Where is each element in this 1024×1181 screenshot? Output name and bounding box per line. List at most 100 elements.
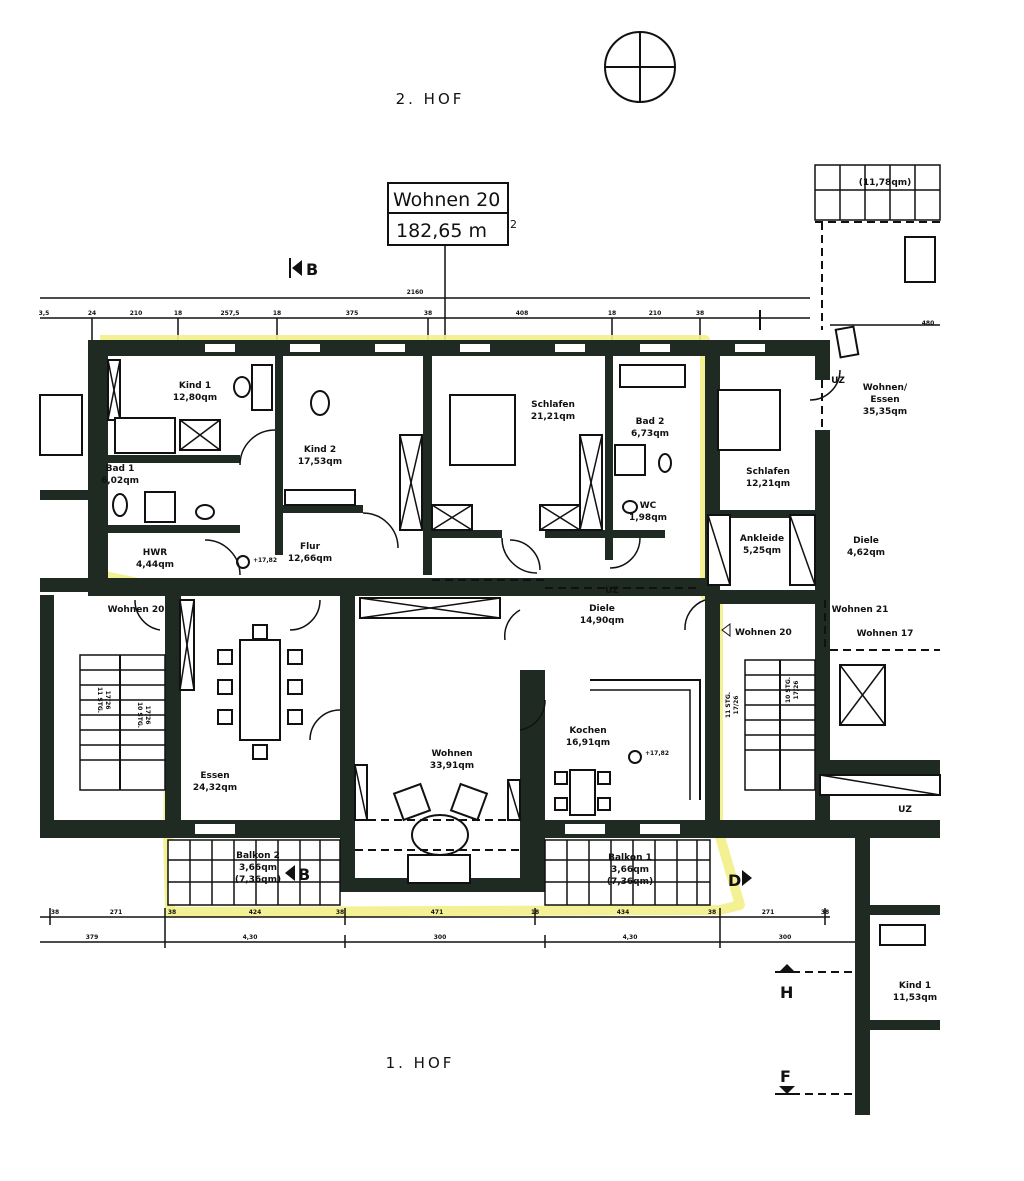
svg-text:408: 408 xyxy=(516,310,529,317)
svg-text:24,32qm: 24,32qm xyxy=(193,783,237,793)
svg-text:375: 375 xyxy=(346,310,359,317)
svg-text:38: 38 xyxy=(51,909,59,916)
svg-text:Diele: Diele xyxy=(853,536,879,546)
svg-text:33,91qm: 33,91qm xyxy=(430,761,474,771)
shower-bad1 xyxy=(144,491,176,523)
section-mark-b-top: B xyxy=(289,258,318,279)
svg-text:12,66qm: 12,66qm xyxy=(288,554,332,564)
svg-text:Wohnen 20: Wohnen 20 xyxy=(735,628,792,638)
section-mark-h: H xyxy=(775,964,855,1002)
bed-neighbor xyxy=(717,389,781,451)
svg-text:17/26: 17/26 xyxy=(104,691,111,710)
svg-text:UZ: UZ xyxy=(605,586,619,596)
svg-text:14,90qm: 14,90qm xyxy=(580,616,624,626)
svg-text:18: 18 xyxy=(608,310,616,317)
svg-text:Diele: Diele xyxy=(589,604,615,614)
svg-text:300: 300 xyxy=(434,934,447,941)
svg-text:18: 18 xyxy=(273,310,281,317)
svg-text:18: 18 xyxy=(174,310,182,317)
staircase-left: 11 STG. 17/26 10 STG. 17/26 xyxy=(79,654,166,791)
room-kind-1: Kind 112,80qm xyxy=(173,381,217,403)
svg-text:Essen: Essen xyxy=(200,771,229,781)
svg-text:UZ: UZ xyxy=(898,805,912,815)
bed-kind2 xyxy=(284,489,356,506)
svg-text:Wohnen/: Wohnen/ xyxy=(863,383,908,393)
svg-text:Schlafen: Schlafen xyxy=(531,400,575,410)
svg-text:271: 271 xyxy=(762,909,775,916)
bed-schlafen xyxy=(449,394,516,466)
room-essen: Essen 24,32qm xyxy=(193,771,237,793)
neighbor-schlafen: Schlafen 12,21qm xyxy=(746,467,790,489)
svg-text:Schlafen: Schlafen xyxy=(746,467,790,477)
svg-text:17/26: 17/26 xyxy=(793,681,800,700)
svg-text:(7,36qm): (7,36qm) xyxy=(607,877,653,887)
svg-text:Bad 2: Bad 2 xyxy=(636,417,665,427)
svg-text:Balkon 1: Balkon 1 xyxy=(608,853,652,863)
entrance-arrow-icon xyxy=(721,623,731,637)
svg-text:10 STG.: 10 STG. xyxy=(785,677,792,703)
svg-text:38: 38 xyxy=(168,909,176,916)
svg-text:434: 434 xyxy=(617,909,630,916)
svg-text:38: 38 xyxy=(336,909,344,916)
svg-text:B: B xyxy=(298,865,310,884)
dining-table xyxy=(239,639,281,741)
svg-text:38: 38 xyxy=(821,909,829,916)
svg-text:3,66qm: 3,66qm xyxy=(239,863,277,873)
svg-text:4,30: 4,30 xyxy=(243,934,258,941)
svg-text:11,53qm: 11,53qm xyxy=(893,993,937,1003)
room-diele: Diele 14,90qm xyxy=(580,604,624,626)
courtyard-bottom-label: 1. HOF xyxy=(386,1054,455,1072)
kitchen-table xyxy=(569,769,596,816)
svg-text:Kind 2: Kind 2 xyxy=(304,445,336,455)
neighbor-diele: Diele 4,62qm xyxy=(847,536,885,558)
unit-name: Wohnen 20 xyxy=(393,189,500,211)
svg-text:16,91qm: 16,91qm xyxy=(566,738,610,748)
svg-text:379: 379 xyxy=(86,934,99,941)
svg-text:210: 210 xyxy=(130,310,143,317)
svg-text:4,62qm: 4,62qm xyxy=(847,548,885,558)
svg-text:210: 210 xyxy=(649,310,662,317)
svg-text:Wohnen 20: Wohnen 20 xyxy=(108,605,165,615)
svg-text:12,21qm: 12,21qm xyxy=(746,479,790,489)
unit-area: 182,65 m xyxy=(396,220,487,242)
courtyard-top-label: 2. HOF xyxy=(396,90,465,108)
room-wc: WC1,98qm xyxy=(629,501,667,523)
svg-text:(11,78qm): (11,78qm) xyxy=(859,178,912,188)
room-labels: Kind 112,80qm Kind 217,53qm Schlafen21,2… xyxy=(101,178,937,1003)
svg-text:2160: 2160 xyxy=(407,289,424,296)
room-kind-2: Kind 217,53qm xyxy=(298,445,342,467)
unit-title-box: Wohnen 20 182,65 m 2 xyxy=(387,182,517,340)
svg-text:(7,36qm): (7,36qm) xyxy=(235,875,281,885)
furniture xyxy=(39,236,936,946)
svg-text:35,35qm: 35,35qm xyxy=(863,407,907,417)
svg-text:271: 271 xyxy=(110,909,123,916)
svg-text:11 STG.: 11 STG. xyxy=(96,687,103,713)
room-wohnen: Wohnen 33,91qm xyxy=(430,749,474,771)
level-marks: +17,82 +17,82 UZ UZ UZ xyxy=(236,376,912,815)
svg-text:18: 18 xyxy=(531,909,539,916)
svg-text:UZ: UZ xyxy=(831,376,845,386)
svg-text:Ankleide: Ankleide xyxy=(740,534,784,544)
neighbor-balcony: (11,78qm) xyxy=(859,178,912,188)
svg-text:Wohnen: Wohnen xyxy=(431,749,472,759)
svg-text:480: 480 xyxy=(922,320,935,327)
svg-text:WC: WC xyxy=(640,501,657,511)
doors xyxy=(134,369,841,741)
svg-text:6,02qm: 6,02qm xyxy=(101,476,139,486)
svg-text:4,30: 4,30 xyxy=(623,934,638,941)
svg-text:257,5: 257,5 xyxy=(221,310,240,317)
svg-text:17/26: 17/26 xyxy=(144,706,151,725)
svg-text:11 STG.: 11 STG. xyxy=(725,692,732,718)
svg-text:424: 424 xyxy=(249,909,262,916)
svg-text:Wohnen 21: Wohnen 21 xyxy=(832,605,889,615)
svg-text:+17,82: +17,82 xyxy=(645,750,669,757)
svg-text:10 STG.: 10 STG. xyxy=(136,702,143,728)
svg-text:Balkon 2: Balkon 2 xyxy=(236,851,280,861)
svg-text:24: 24 xyxy=(88,310,96,317)
openings xyxy=(432,221,940,651)
